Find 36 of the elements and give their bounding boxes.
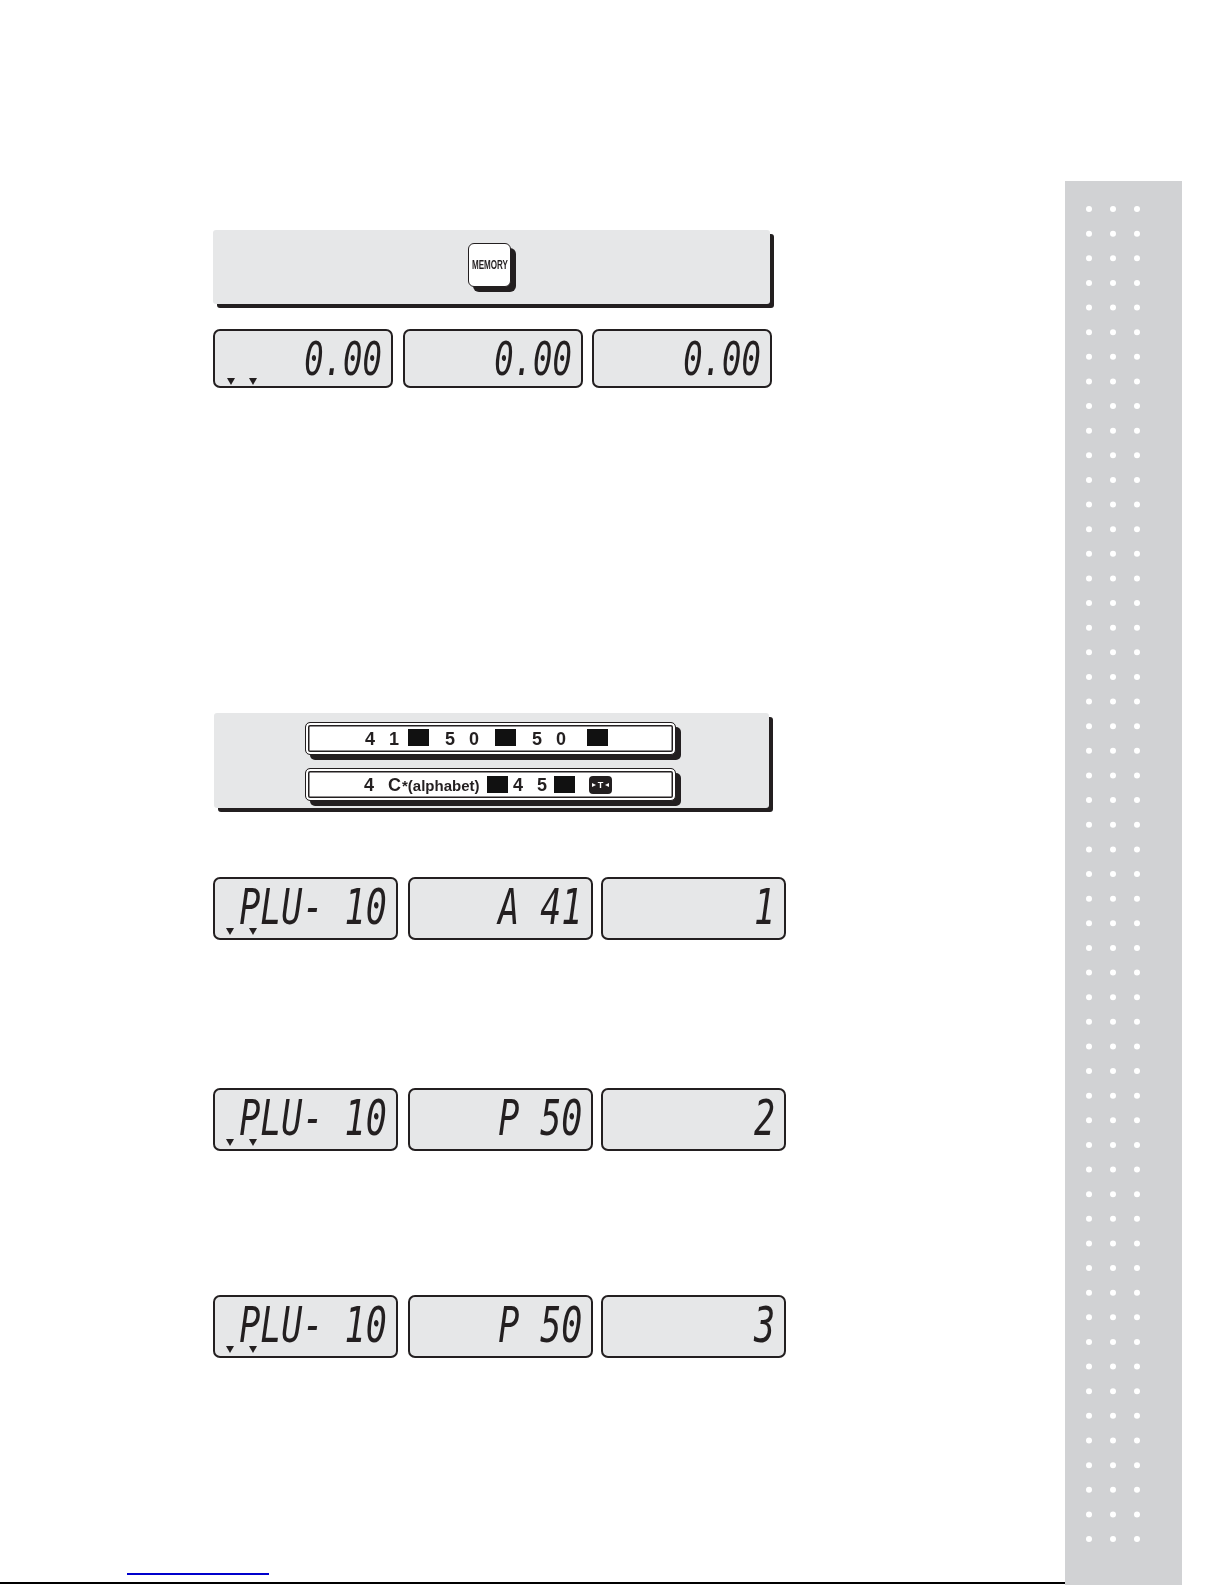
key-sequence-text: 5 0 bbox=[445, 730, 480, 748]
lcd-display bbox=[408, 1088, 593, 1151]
lcd-readout: 3 bbox=[753, 1307, 775, 1345]
keyboard-key: T bbox=[589, 776, 612, 794]
lcd-readout: 0.00 bbox=[683, 341, 761, 377]
lcd-readout: A 41 bbox=[497, 889, 582, 927]
lcd-readout: P 50 bbox=[497, 1100, 582, 1138]
lcd-display bbox=[213, 877, 398, 940]
key-panel bbox=[213, 230, 774, 308]
lcd-display bbox=[408, 877, 593, 940]
key-panel bbox=[214, 713, 773, 812]
keyboard-key: MEMORY bbox=[468, 243, 516, 292]
key-sequence-text: 4 C bbox=[364, 776, 401, 794]
lcd-readout: 1 bbox=[753, 889, 775, 927]
lcd-display bbox=[601, 1088, 786, 1151]
key-sequence-text: *(alphabet) bbox=[402, 778, 480, 793]
lcd-display bbox=[601, 877, 786, 940]
lcd-readout: PLU- 10 bbox=[239, 1307, 387, 1345]
lcd-display bbox=[213, 1295, 398, 1358]
key-sequence-text: 4 5 bbox=[513, 776, 548, 794]
lcd-display bbox=[213, 1088, 398, 1151]
lcd-display bbox=[592, 329, 772, 388]
lcd-readout: PLU- 10 bbox=[239, 889, 387, 927]
lcd-display bbox=[213, 329, 393, 388]
key-sequence-text: 4 1 bbox=[365, 730, 400, 748]
key-sequence-strip bbox=[305, 768, 681, 806]
key-sequence-strip bbox=[305, 722, 681, 760]
lcd-readout: P 50 bbox=[497, 1307, 582, 1345]
lcd-readout: PLU- 10 bbox=[239, 1100, 387, 1138]
lcd-display bbox=[403, 329, 583, 388]
key-sequence-text: 5 0 bbox=[532, 730, 567, 748]
lcd-readout: 0.00 bbox=[494, 341, 572, 377]
lcd-display bbox=[408, 1295, 593, 1358]
lcd-readout: 2 bbox=[753, 1100, 775, 1138]
lcd-readout: 0.00 bbox=[304, 341, 382, 377]
lcd-display bbox=[601, 1295, 786, 1358]
